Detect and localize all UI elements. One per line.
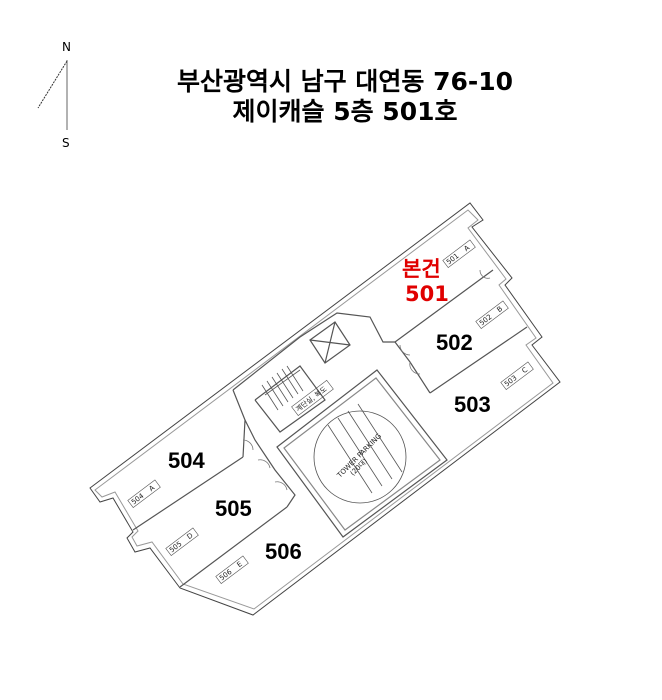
svg-text:E: E (236, 560, 244, 569)
unit-504-label: 504 (168, 448, 205, 473)
svg-text:D: D (186, 532, 195, 542)
wall-502-503 (429, 326, 528, 394)
unit-506-label: 506 (265, 539, 302, 564)
compass-icon (37, 60, 68, 130)
svg-text:A: A (148, 484, 157, 493)
interior-walls (132, 269, 528, 588)
svg-text:B: B (496, 305, 505, 314)
door-arcs (242, 269, 491, 491)
wall-501-502 (394, 269, 494, 343)
wall-504-505 (132, 456, 244, 531)
corridor-wall-west (244, 419, 296, 508)
compass-south-label: S (62, 136, 70, 150)
core-wall-west (232, 389, 246, 458)
unit-503-label: 503 (454, 392, 491, 417)
unit-501-label: 501 (405, 282, 449, 306)
wall-505-506 (179, 506, 288, 588)
unit-502-label: 502 (436, 330, 473, 355)
stair-corridor-label: 계단실, 복도 (291, 379, 334, 417)
core-wall-north (232, 312, 395, 391)
unit-505-label: 505 (215, 496, 252, 521)
title-address: 부산광역시 남구 대연동 76-10 (176, 67, 514, 96)
stair-box (254, 365, 326, 433)
svg-text:A: A (463, 244, 472, 253)
svg-text:C: C (521, 366, 530, 375)
parking-box (276, 369, 448, 538)
compass-north-label: N (62, 40, 71, 54)
tower-parking-icon (313, 403, 407, 504)
subject-property-label: 본건 (402, 257, 441, 281)
building-outline (89, 202, 561, 616)
title-unit: 제이캐슬 5층 501호 (232, 97, 458, 126)
corridor-wall-east (394, 341, 431, 394)
stairs-icon (261, 365, 304, 411)
